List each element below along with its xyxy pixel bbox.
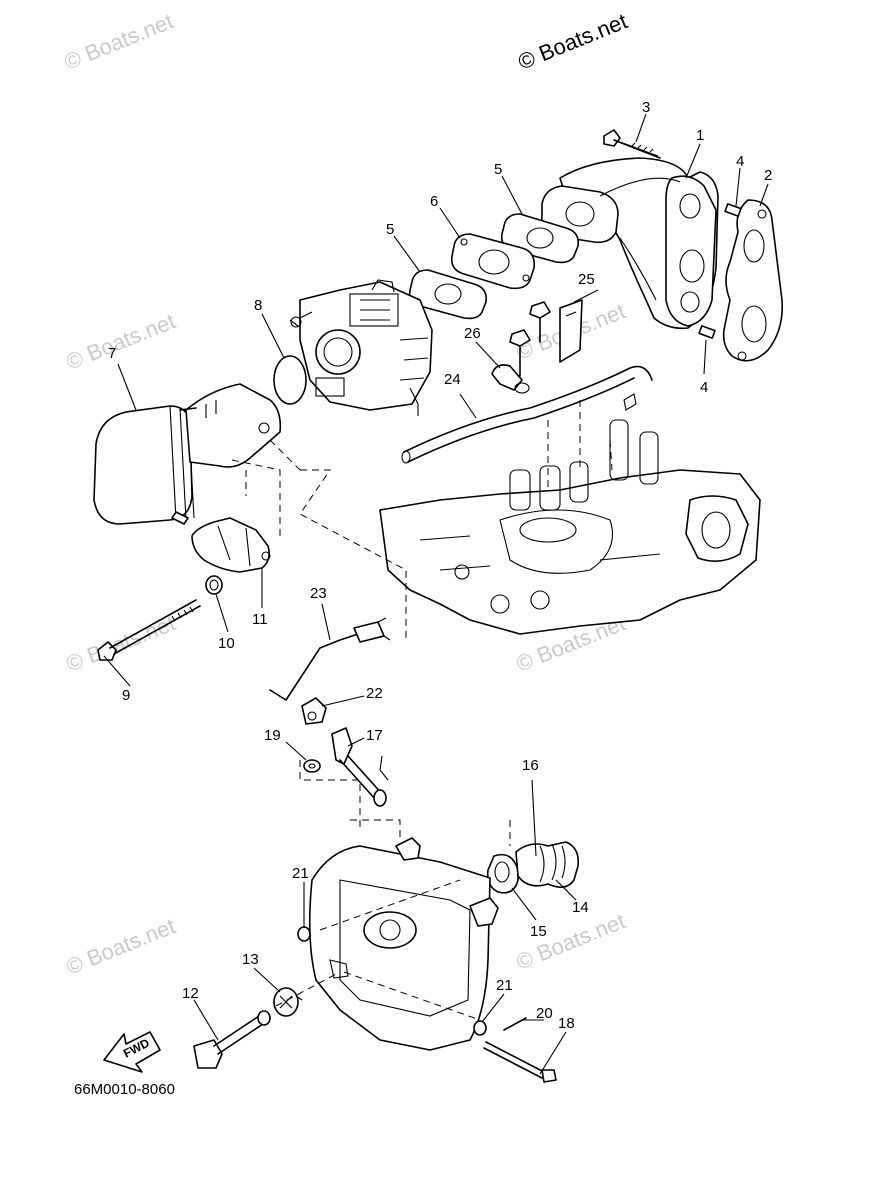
callout-16: 16 bbox=[522, 757, 539, 774]
carburetor-assembly bbox=[289, 279, 433, 416]
callout-1: 1 bbox=[696, 127, 704, 144]
joint-part-22 bbox=[301, 697, 327, 725]
throttle-lever-part-17 bbox=[331, 727, 389, 807]
callout-15: 15 bbox=[530, 923, 547, 940]
o-ring-part-8 bbox=[273, 355, 307, 405]
callout-24: 24 bbox=[444, 371, 461, 388]
watermark: © Boats.net bbox=[63, 913, 179, 979]
intake-manifold-part-1 bbox=[540, 157, 719, 330]
callout-21: 21 bbox=[496, 977, 513, 994]
callout-13: 13 bbox=[242, 951, 259, 968]
silencer-housing bbox=[308, 837, 499, 1051]
fuel-bracket-part-25 bbox=[559, 299, 583, 363]
link-rod-part-23 bbox=[269, 617, 391, 701]
bolt-part-3 bbox=[603, 129, 661, 159]
washer-part-21 bbox=[473, 1020, 487, 1036]
callout-18: 18 bbox=[558, 1015, 575, 1032]
callout-20: 20 bbox=[536, 1005, 553, 1022]
callout-4: 4 bbox=[736, 153, 744, 170]
callout-22: 22 bbox=[366, 685, 383, 702]
gasket-part-15 bbox=[486, 853, 519, 894]
long-bolt-part-9 bbox=[97, 599, 201, 661]
knob-cap-part-13 bbox=[273, 987, 303, 1017]
choke-knob-part-12 bbox=[193, 1010, 271, 1069]
washer-part-21 bbox=[297, 926, 311, 942]
copyright-text: © Boats.net bbox=[515, 8, 631, 74]
callout-3: 3 bbox=[642, 99, 650, 116]
callout-4: 4 bbox=[700, 379, 708, 396]
callout-26: 26 bbox=[464, 325, 481, 342]
insulator-part-6 bbox=[450, 233, 536, 290]
long-bolt-part-18 bbox=[483, 1041, 557, 1083]
callout-19: 19 bbox=[264, 727, 281, 744]
fuel-hose-part-24 bbox=[401, 365, 653, 464]
callout-9: 9 bbox=[122, 687, 130, 704]
callout-5: 5 bbox=[386, 221, 394, 238]
routing-lines bbox=[231, 400, 613, 1021]
callouts: 1 2 3 4 4 5 5 6 7 8 9 10 11 12 13 14 15 … bbox=[108, 99, 772, 1032]
manifold-gasket-part-2 bbox=[722, 199, 784, 362]
callout-2: 2 bbox=[764, 167, 772, 184]
callout-17: 17 bbox=[366, 727, 383, 744]
washer-part-19 bbox=[303, 759, 321, 773]
dowel-pin-part-4 bbox=[724, 203, 742, 217]
callout-23: 23 bbox=[310, 585, 327, 602]
callout-11: 11 bbox=[252, 611, 268, 628]
watermark: © Boats.net bbox=[513, 908, 629, 974]
dowel-pin-part-4 bbox=[698, 325, 716, 339]
bracket-part-11 bbox=[191, 517, 271, 573]
callout-21: 21 bbox=[292, 865, 309, 882]
callout-10: 10 bbox=[218, 635, 235, 652]
callout-12: 12 bbox=[182, 985, 199, 1002]
callout-14: 14 bbox=[572, 899, 589, 916]
clip-part-26 bbox=[491, 364, 530, 394]
watermark: © Boats.net bbox=[63, 308, 179, 374]
rubber-boot-part-14 bbox=[515, 841, 580, 888]
silencer-part-7 bbox=[93, 383, 282, 525]
callout-6: 6 bbox=[430, 193, 438, 210]
callout-7: 7 bbox=[108, 345, 116, 362]
callout-25: 25 bbox=[578, 271, 595, 288]
watermark: © Boats.net bbox=[61, 8, 177, 74]
engine-block bbox=[379, 419, 761, 635]
fwd-arrow-icon: FWD bbox=[103, 1031, 161, 1073]
bolt-assembly bbox=[509, 301, 551, 377]
callout-5: 5 bbox=[494, 161, 502, 178]
diagram-code: 66M0010-8060 bbox=[74, 1081, 175, 1098]
grommet-part-10 bbox=[205, 575, 223, 595]
callout-8: 8 bbox=[254, 297, 262, 314]
leader-lines bbox=[103, 113, 769, 1075]
